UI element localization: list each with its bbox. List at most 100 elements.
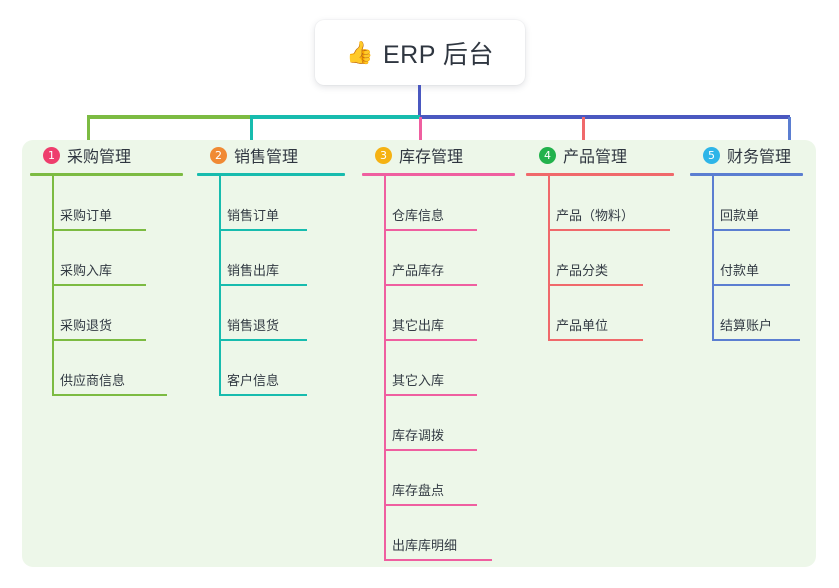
module-header-rule bbox=[30, 173, 183, 176]
module-title: 财务管理 bbox=[727, 149, 792, 166]
connector-segment-blue bbox=[420, 115, 790, 119]
module-badge-icon: 5 bbox=[703, 146, 720, 164]
module-item[interactable]: 供应商信息 bbox=[30, 341, 195, 396]
module-item[interactable]: 采购订单 bbox=[30, 176, 195, 231]
module-item-rule bbox=[384, 339, 477, 341]
module-header-rule bbox=[197, 173, 345, 176]
module-item[interactable]: 回款单 bbox=[690, 176, 815, 231]
module-item[interactable]: 销售退货 bbox=[197, 286, 357, 341]
connector-drop-3 bbox=[419, 117, 422, 144]
module-item-rule bbox=[384, 504, 477, 506]
module-item-label: 付款单 bbox=[720, 263, 760, 278]
connector-drop-5 bbox=[788, 117, 791, 144]
module-item[interactable]: 客户信息 bbox=[197, 341, 357, 396]
module-item-label: 结算账户 bbox=[720, 318, 773, 333]
module-item-label: 仓库信息 bbox=[392, 208, 445, 223]
module-item[interactable]: 产品库存 bbox=[362, 231, 527, 286]
module-item-label: 产品分类 bbox=[556, 263, 609, 278]
module-item-rule bbox=[52, 229, 146, 231]
module-item[interactable]: 采购入库 bbox=[30, 231, 195, 286]
module-header-5[interactable]: 5 财务管理 bbox=[690, 140, 815, 170]
root-node-label: ERP 后台 bbox=[383, 40, 494, 69]
module-item-label: 其它出库 bbox=[392, 318, 445, 333]
module-item-rule bbox=[219, 229, 307, 231]
module-title: 采购管理 bbox=[67, 149, 132, 166]
module-item-rule bbox=[712, 229, 790, 231]
connector-segment-green bbox=[87, 115, 250, 119]
module-item[interactable]: 出库库明细 bbox=[362, 506, 527, 561]
module-item-label: 销售出库 bbox=[227, 263, 280, 278]
module-item-rule bbox=[384, 559, 492, 561]
module-item[interactable]: 库存调拨 bbox=[362, 396, 527, 451]
module-item-rule bbox=[219, 284, 307, 286]
module-badge-icon: 1 bbox=[43, 146, 60, 164]
module-item-label: 采购退货 bbox=[60, 318, 113, 333]
module-item-label: 客户信息 bbox=[227, 373, 280, 388]
module-item-rule bbox=[384, 284, 477, 286]
module-item[interactable]: 销售订单 bbox=[197, 176, 357, 231]
module-title: 销售管理 bbox=[234, 149, 299, 166]
module-item[interactable]: 销售出库 bbox=[197, 231, 357, 286]
root-connector-stem bbox=[418, 85, 421, 117]
module-item[interactable]: 付款单 bbox=[690, 231, 815, 286]
module-item-label: 出库库明细 bbox=[392, 538, 458, 553]
module-item-list: 仓库信息产品库存其它出库其它入库库存调拨库存盘点出库库明细 bbox=[362, 176, 527, 561]
root-node-title: 👍 ERP 后台 bbox=[346, 35, 494, 71]
module-item-label: 采购入库 bbox=[60, 263, 113, 278]
module-badge-icon: 3 bbox=[375, 146, 392, 164]
module-stem-line bbox=[52, 176, 54, 396]
connector-drop-4 bbox=[582, 117, 585, 144]
module-item-rule bbox=[548, 229, 670, 231]
thumbs-up-icon: 👍 bbox=[346, 39, 374, 65]
module-item-label: 库存盘点 bbox=[392, 483, 445, 498]
module-item[interactable]: 结算账户 bbox=[690, 286, 815, 341]
module-column-2: 2 销售管理销售订单销售出库销售退货客户信息 bbox=[197, 140, 357, 396]
module-item[interactable]: 产品（物料） bbox=[526, 176, 686, 231]
module-item-list: 回款单付款单结算账户 bbox=[690, 176, 815, 341]
module-badge-icon: 2 bbox=[210, 146, 227, 164]
module-item-rule bbox=[548, 339, 643, 341]
module-item[interactable]: 产品单位 bbox=[526, 286, 686, 341]
module-item-rule bbox=[712, 339, 800, 341]
root-node-card[interactable]: 👍 ERP 后台 bbox=[315, 20, 525, 85]
module-stem-line bbox=[548, 176, 550, 341]
module-item-rule bbox=[712, 284, 790, 286]
module-item-rule bbox=[548, 284, 643, 286]
module-item-label: 采购订单 bbox=[60, 208, 113, 223]
module-badge-icon: 4 bbox=[539, 146, 556, 164]
module-column-5: 5 财务管理回款单付款单结算账户 bbox=[690, 140, 815, 341]
module-stem-line bbox=[712, 176, 714, 341]
module-item[interactable]: 采购退货 bbox=[30, 286, 195, 341]
module-item[interactable]: 仓库信息 bbox=[362, 176, 527, 231]
module-stem-line bbox=[384, 176, 386, 561]
module-item-label: 销售退货 bbox=[227, 318, 280, 333]
module-item-label: 库存调拨 bbox=[392, 428, 445, 443]
module-item-label: 产品（物料） bbox=[556, 208, 635, 223]
module-column-1: 1 采购管理采购订单采购入库采购退货供应商信息 bbox=[30, 140, 195, 396]
module-header-rule bbox=[690, 173, 803, 176]
module-item-rule bbox=[52, 284, 146, 286]
module-item-rule bbox=[52, 394, 167, 396]
connector-drop-2 bbox=[250, 117, 253, 144]
modules-panel: 1 采购管理采购订单采购入库采购退货供应商信息 2 销售管理销售订单销售出库销售退货客… bbox=[22, 140, 816, 567]
module-item-label: 产品单位 bbox=[556, 318, 609, 333]
module-item[interactable]: 其它出库 bbox=[362, 286, 527, 341]
module-header-rule bbox=[526, 173, 674, 176]
module-header-1[interactable]: 1 采购管理 bbox=[30, 140, 195, 170]
module-item[interactable]: 库存盘点 bbox=[362, 451, 527, 506]
module-item-rule bbox=[52, 339, 146, 341]
module-item[interactable]: 产品分类 bbox=[526, 231, 686, 286]
module-header-rule bbox=[362, 173, 515, 176]
module-item-rule bbox=[384, 229, 477, 231]
module-stem-line bbox=[219, 176, 221, 396]
module-item-list: 销售订单销售出库销售退货客户信息 bbox=[197, 176, 357, 396]
module-item[interactable]: 其它入库 bbox=[362, 341, 527, 396]
module-item-list: 产品（物料） 产品分类产品单位 bbox=[526, 176, 686, 341]
module-header-2[interactable]: 2 销售管理 bbox=[197, 140, 357, 170]
connector-segment-teal bbox=[250, 115, 420, 119]
